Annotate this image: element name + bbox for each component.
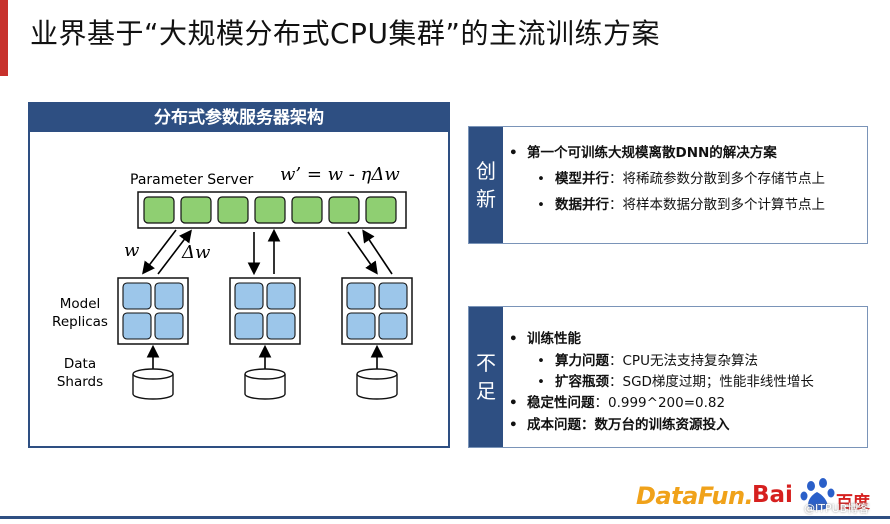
ps-label: Parameter Server xyxy=(130,172,253,188)
data-shard xyxy=(244,368,286,400)
ps-cell xyxy=(365,196,397,224)
innovation-label: 创 新 xyxy=(469,127,503,243)
shortcoming-box: 不 足 •训练性能 •算力问题：CPU无法支持复杂算法 •扩容瓶颈：SGD梯度过… xyxy=(468,306,868,448)
ps-cell xyxy=(217,196,249,224)
replicas-label-1: Model xyxy=(60,296,101,312)
baidu-paw-icon xyxy=(800,478,835,511)
shards-label-1: Data xyxy=(64,356,96,372)
ps-cell xyxy=(143,196,175,224)
bullet-sub: •算力问题：CPU无法支持复杂算法 xyxy=(537,353,758,369)
architecture-panel: 分布式参数服务器架构 Parameter Server w’ = w - ηΔw xyxy=(28,102,450,448)
shard-arrows xyxy=(146,344,384,370)
watermark: @ITPUB博客 xyxy=(804,502,870,515)
model-replica xyxy=(229,277,301,345)
slide-title: 业界基于“大规模分布式CPU集群”的主流训练方案 xyxy=(30,17,660,50)
panel-header: 分布式参数服务器架构 xyxy=(30,104,448,132)
datafun-logo: DataFun. xyxy=(636,482,754,510)
ps-cell xyxy=(291,196,323,224)
data-shard xyxy=(356,368,398,400)
replicas-label-2: Replicas xyxy=(52,314,108,330)
update-formula: w’ = w - ηΔw xyxy=(280,164,400,185)
data-shard xyxy=(132,368,174,400)
bullet-main: •成本问题：数万台的训练资源投入 xyxy=(509,417,730,433)
bullet-sub: •数据并行：将样本数据分散到多个计算节点上 xyxy=(537,197,825,213)
ps-cell xyxy=(328,196,360,224)
model-replica xyxy=(341,277,413,345)
arrow-push xyxy=(362,229,393,275)
baidu-logo-cn: 百度 xyxy=(836,493,870,513)
arrow-pull-w xyxy=(142,229,177,275)
ps-cell xyxy=(180,196,212,224)
w-label: w xyxy=(124,240,140,261)
sync-arrows xyxy=(142,228,393,276)
bullet-sub: •扩容瓶颈：SGD梯度过期；性能非线性增长 xyxy=(537,374,814,390)
shards-label-2: Shards xyxy=(57,374,103,390)
bullet-sub: •模型并行：将稀疏参数分散到多个存储节点上 xyxy=(537,171,825,187)
bullet-main: •第一个可训练大规模离散DNN的解决方案 xyxy=(509,145,777,161)
title-accent-bar xyxy=(0,0,8,76)
arrow-pull xyxy=(347,231,378,275)
bullet-main: •稳定性问题：0.999^200=0.82 xyxy=(509,395,726,411)
footer-rule xyxy=(0,516,890,519)
dw-label: Δw xyxy=(181,242,211,263)
parameter-server-diagram: Parameter Server w’ = w - ηΔw w Δw Model… xyxy=(52,164,413,400)
shortcoming-label: 不 足 xyxy=(469,307,503,447)
ps-cell xyxy=(254,196,286,224)
ps-cells xyxy=(143,196,397,224)
model-replica xyxy=(117,277,189,345)
arrow-push-dw xyxy=(157,229,192,275)
bullet-main: •训练性能 xyxy=(509,331,581,347)
innovation-box: 创 新 •第一个可训练大规模离散DNN的解决方案 •模型并行：将稀疏参数分散到多… xyxy=(468,126,868,244)
baidu-logo-text: Bai xyxy=(752,482,793,508)
